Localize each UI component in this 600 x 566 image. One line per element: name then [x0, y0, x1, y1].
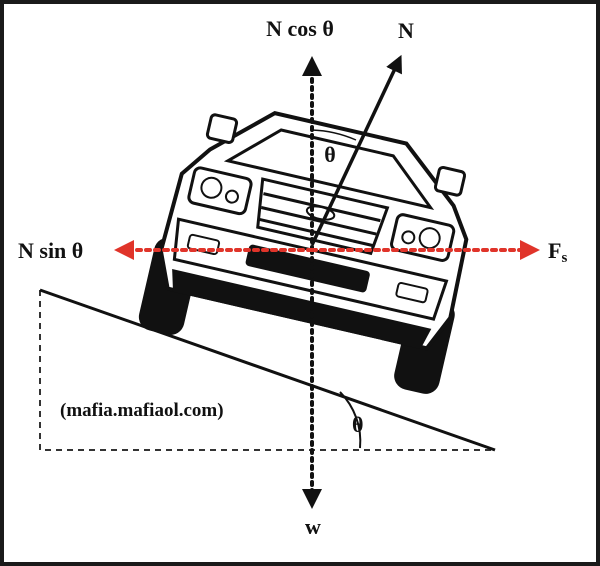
inclined-plane: [39, 288, 496, 452]
normal-force-label: N: [398, 18, 414, 43]
theta-top-label: θ: [324, 142, 335, 167]
suv-front-view-icon: [138, 111, 469, 394]
theta-arc-incline: [339, 391, 362, 449]
n-cos-theta-label: N cos θ: [266, 16, 334, 41]
friction-label: Fs: [548, 238, 567, 266]
friction-label-main: F: [548, 238, 561, 263]
watermark-text: (mafia.mafiaol.com): [60, 400, 224, 421]
theta-incline-label: θ: [352, 412, 363, 437]
theta-arc-top: [311, 129, 357, 141]
normal-force-arrow: [310, 54, 402, 246]
friction-label-subscript: s: [561, 250, 567, 266]
n-sin-theta-label: N sin θ: [18, 238, 83, 263]
weight-label: w: [305, 514, 321, 539]
